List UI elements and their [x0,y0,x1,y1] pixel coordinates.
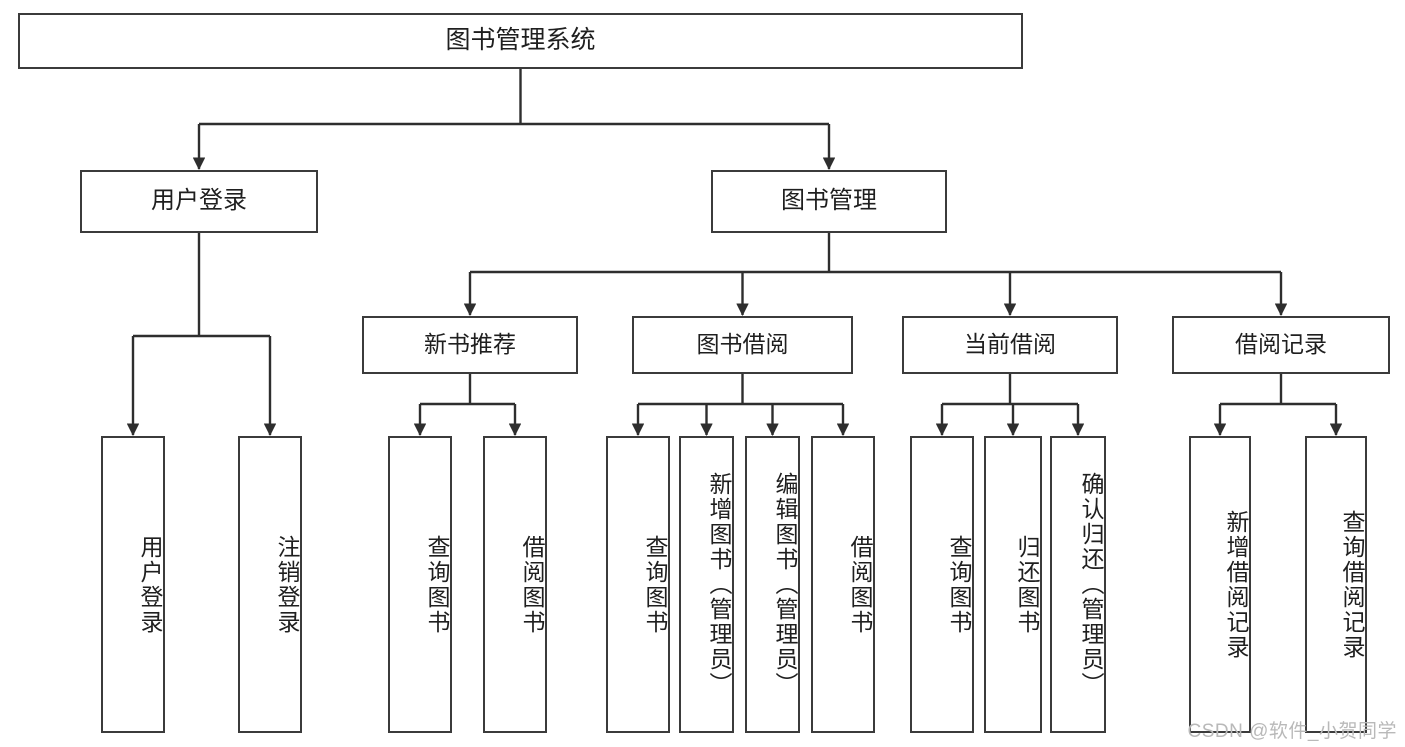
node-leaf-user-logout[interactable]: 注销登录 [238,436,302,733]
node-leaf-edit-book-admin[interactable]: 编辑图书（管理员） [745,436,800,733]
node-leaf-confirm-return-admin[interactable]: 确认归还（管理员） [1050,436,1106,733]
node-label: 编辑图书（管理员） [772,472,798,697]
node-label: 归还图书 [1014,534,1040,635]
node-current-borrow[interactable]: 当前借阅 [902,316,1118,374]
node-label: 新书推荐 [424,331,516,358]
node-borrow-record[interactable]: 借阅记录 [1172,316,1390,374]
node-leaf-borrow-book-2[interactable]: 借阅图书 [811,436,875,733]
node-label: 当前借阅 [964,331,1056,358]
node-leaf-query-book-2[interactable]: 查询图书 [606,436,670,733]
node-book-manage[interactable]: 图书管理 [711,170,947,233]
node-label: 查询图书 [946,534,972,635]
node-label: 确认归还（管理员） [1078,472,1104,697]
node-label: 借阅记录 [1235,331,1327,358]
node-leaf-user-login[interactable]: 用户登录 [101,436,165,733]
node-leaf-add-borrow-record[interactable]: 新增借阅记录 [1189,436,1251,733]
node-label: 用户登录 [151,187,247,215]
node-label: 注销登录 [274,534,300,635]
node-leaf-return-book[interactable]: 归还图书 [984,436,1042,733]
node-root[interactable]: 图书管理系统 [18,13,1023,69]
node-label: 查询借阅记录 [1339,509,1365,660]
node-leaf-borrow-book-1[interactable]: 借阅图书 [483,436,547,733]
node-new-book-recommend[interactable]: 新书推荐 [362,316,578,374]
node-book-borrow[interactable]: 图书借阅 [632,316,853,374]
node-label: 图书管理 [781,187,877,215]
node-leaf-query-book-3[interactable]: 查询图书 [910,436,974,733]
watermark-label: CSDN @软件_小贺同学 [1187,721,1397,742]
node-user-login[interactable]: 用户登录 [80,170,318,233]
node-label: 新增借阅记录 [1223,509,1249,660]
node-leaf-query-book-1[interactable]: 查询图书 [388,436,452,733]
node-leaf-query-borrow-record[interactable]: 查询借阅记录 [1305,436,1367,733]
node-label: 图书借阅 [696,331,789,358]
node-label: 查询图书 [642,534,668,635]
node-label: 新增图书（管理员） [706,472,732,697]
node-label: 借阅图书 [847,534,873,635]
node-label: 用户登录 [137,534,163,635]
node-label: 借阅图书 [519,534,545,635]
node-label: 查询图书 [424,534,450,635]
node-label: 图书管理系统 [445,26,596,55]
node-leaf-add-book-admin[interactable]: 新增图书（管理员） [679,436,734,733]
